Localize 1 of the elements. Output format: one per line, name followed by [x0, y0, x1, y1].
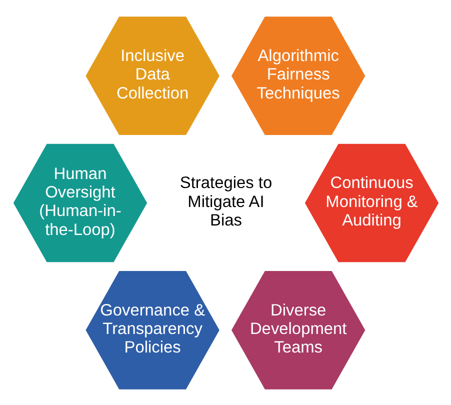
node-text: Strategies to Mitigate AI Bias — [179, 174, 272, 229]
